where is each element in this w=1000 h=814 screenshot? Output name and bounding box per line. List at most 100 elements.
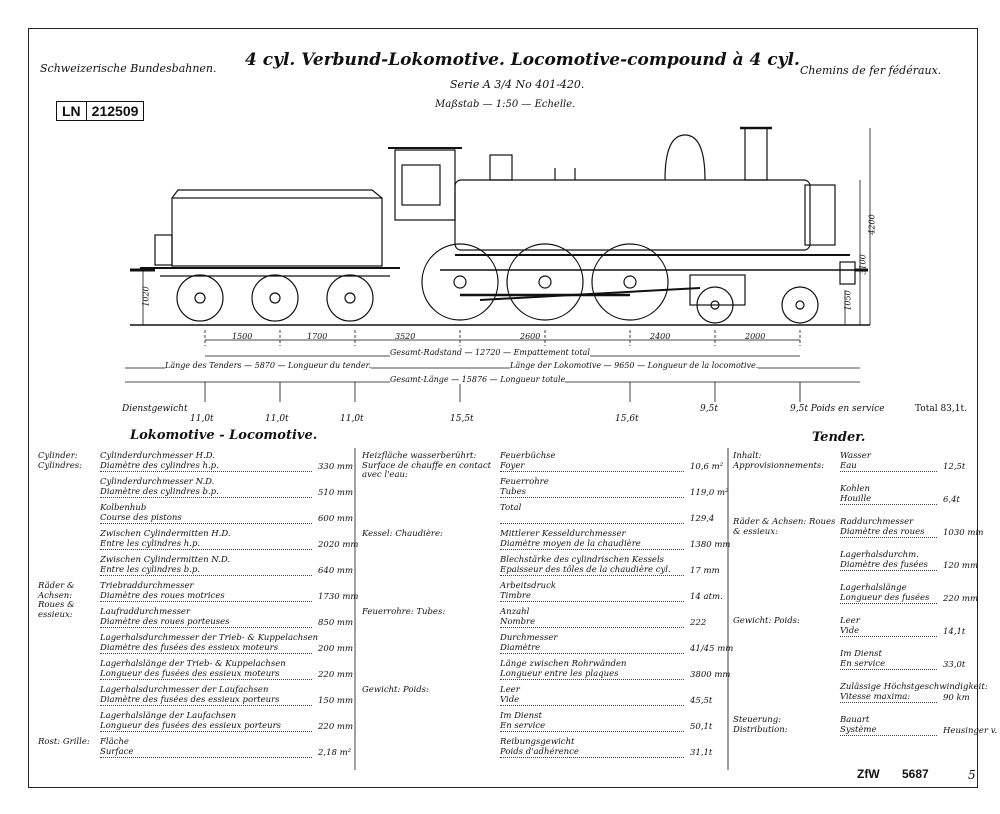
spec-value: 222 [690,618,707,628]
spec-value: 510 mm [318,488,354,498]
spec-label-fr: Tubes [500,486,526,497]
header-left: Schweizerische Bundesbahnen. [40,62,217,75]
spec-group-label: Kessel: Chaudière: [362,529,443,539]
spec-value: 150 mm [318,696,354,706]
leader-line [840,471,937,472]
spec-group-label: Cylinder: Cylindres: [38,451,82,471]
spec-group-label: Feuerrohre: Tubes: [362,607,446,617]
spec-value: 10,6 m² [690,462,724,472]
leader-line [500,549,684,550]
leading-truck-wheels [696,286,819,324]
leader-line [100,575,312,576]
leader-line [100,757,312,758]
spec-label: Zulässige Höchstgeschwindigkeit:Vitesse … [840,682,988,702]
spec-label-fr: Eau [840,460,857,471]
spec-value: 14 atm. [690,592,723,602]
spec-label-fr: Surface [100,746,134,757]
spec-label-de: Im Dienst [840,649,882,659]
leader-line [100,471,312,472]
leader-line [500,627,684,628]
leader-line [100,679,312,680]
spec-label-fr: Diamètre des fusées des essieux moteurs [100,642,279,653]
spec-value: 850 mm [318,618,354,628]
section-locomotive: Lokomotive - Locomotive. [130,428,318,443]
axle-weight-2: 11,0t [265,414,289,424]
leader-line [100,497,312,498]
spec-value: 220 mm [318,722,354,732]
leader-line [100,549,312,550]
leader-line [500,497,684,498]
archive-stamp: LN 212509 [56,101,145,121]
spec-label-de: Zulässige Höchstgeschwindigkeit: [840,682,988,692]
dim-height-2: 1050 [843,290,853,311]
leader-line [500,705,684,706]
spec-group-label: Steuerung: Distribution: [733,715,788,735]
axle-weight-1: 11,0t [190,414,214,424]
spec-group-label: Rost: Grille: [38,737,90,747]
spec-value: 14,1t [943,627,966,637]
spec-label: Zwischen Cylindermitten N.D.Entre les cy… [100,555,231,575]
leader-line [100,601,312,602]
spec-label: Total [500,503,522,514]
leader-line [500,523,684,524]
spec-label-de: Zwischen Cylindermitten N.D. [100,555,231,565]
weight-total: Total 83,1t. [915,404,967,414]
spec-value: Heusinger v. Waldegg [943,726,1000,736]
spec-label-de: Reibungsgewicht [500,737,575,747]
drawing-sheet [28,28,978,788]
spec-label-fr: Longueur entre les plaques [500,668,619,679]
spec-label-de: Wasser [840,451,871,461]
spec-label-de: Cylinderdurchmesser N.D. [100,477,215,487]
spec-label-de: Lagerhalsdurchmesser der Trieb- & Kuppel… [100,633,319,643]
spec-label-fr: Vide [500,694,520,705]
spec-label-de: Laufraddurchmesser [100,607,191,617]
dim-total-wheelbase: Gesamt-Radstand — 12720 — Empattement to… [390,348,590,357]
spec-label-de: Kohlen [840,484,870,494]
dim-loco-length: Länge der Lokomotive — 9650 — Longueur d… [510,361,759,370]
leader-line [500,679,684,680]
leader-line [840,603,937,604]
leader-line [500,471,684,472]
spec-label-fr: Diamètre [500,642,541,653]
spec-label-de: Total [500,503,522,513]
stamp-prefix: LN [62,103,81,119]
spec-label-de: Lagerhalslänge der Trieb- & Kuppelachsen [100,659,286,669]
spec-label: Zwischen Cylindermitten H.D.Entre les cy… [100,529,231,549]
spec-value: 129,4 [690,514,715,524]
spec-label-fr: Vide [840,625,860,636]
spec-label-de: Durchmesser [500,633,558,643]
spec-group-label: Inhalt: Approvisionnements: [733,451,825,471]
page-number: 5 [968,768,976,782]
spec-group-label: Gewicht: Poids: [362,685,429,695]
spec-label-de: Raddurchmesser [840,517,914,527]
spec-label-de: Leer [500,685,520,695]
spec-label-fr: Diamètre des fusées [840,559,928,570]
leader-line [100,523,312,524]
spec-value: 41/45 mm [690,644,734,654]
dim-height-4: 4200 [867,214,877,235]
leader-line [840,570,937,571]
dim-tender-length: Länge des Tenders — 5870 — Longueur du t… [165,361,372,370]
spec-label-fr: Longueur des fusées des essieux porteurs [100,720,282,731]
spec-value: 330 mm [318,462,354,472]
spec-label-de: Cylinderdurchmesser H.D. [100,451,215,461]
spec-group-label: Gewicht: Poids: [733,616,800,626]
spec-value: 600 mm [318,514,354,524]
scale-label: Maßstab — 1:50 — Echelle. [435,99,576,110]
spec-value: 2,18 m² [318,748,352,758]
